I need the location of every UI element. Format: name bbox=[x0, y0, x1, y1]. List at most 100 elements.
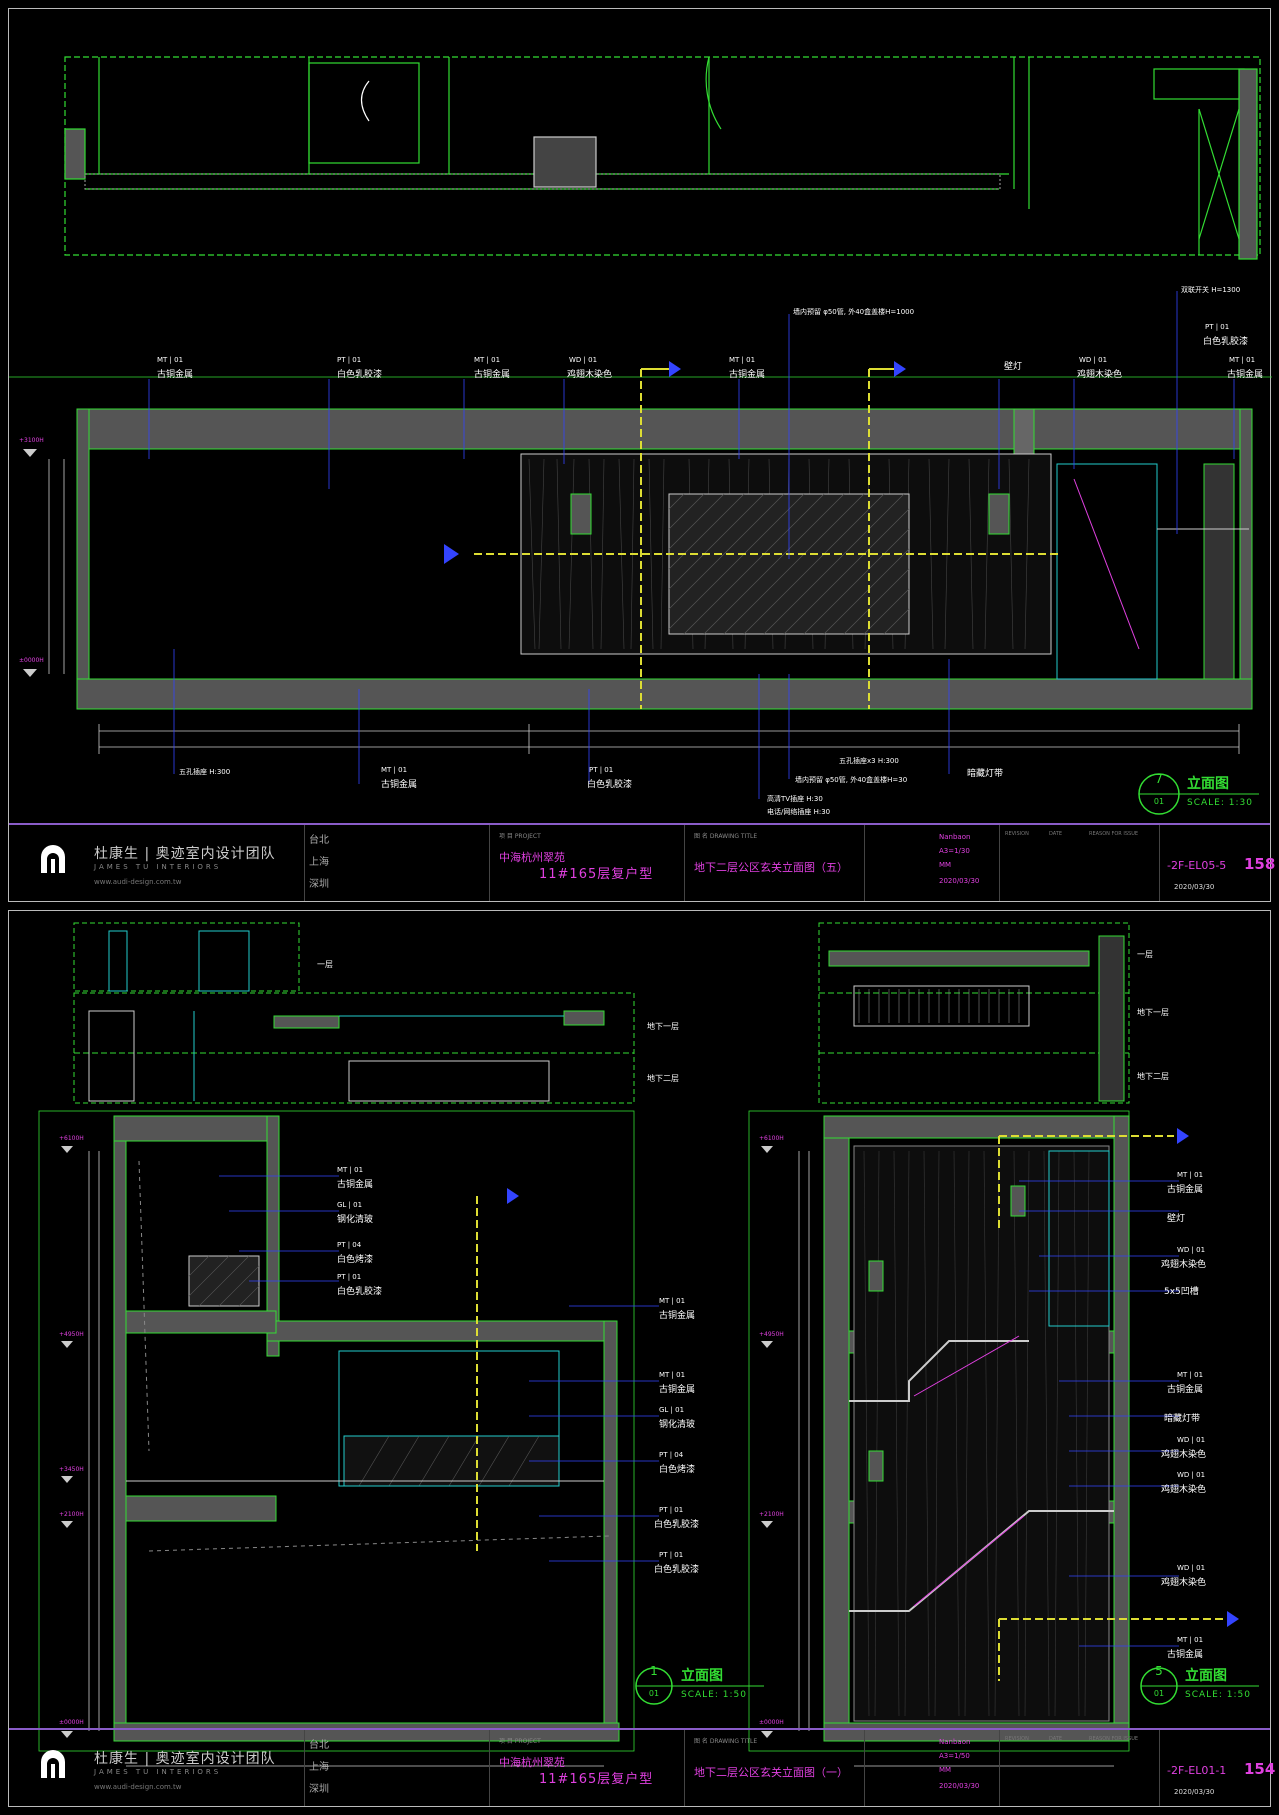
city-label: 深圳 bbox=[309, 879, 329, 890]
material-code: MT | 01 bbox=[729, 356, 756, 364]
level-label: 一层 bbox=[1137, 950, 1153, 959]
elevation-7 bbox=[48, 291, 1259, 815]
material-label: 钢化清玻 bbox=[659, 1420, 696, 1430]
unit-value: MM bbox=[939, 1766, 952, 1774]
material-label: 白色乳胶漆 bbox=[337, 370, 383, 380]
floor-plan-strip bbox=[64, 56, 1261, 260]
company-name-en: JAMES TU INTERIORS bbox=[94, 863, 222, 871]
view-number: 7 bbox=[1155, 772, 1163, 786]
view-title: 立面图 bbox=[1185, 1668, 1227, 1684]
drawn-by: Nanbaon bbox=[939, 1738, 971, 1746]
material-code: MT | 01 bbox=[1229, 356, 1256, 364]
city-label: 台北 bbox=[309, 835, 329, 846]
company-logo-icon bbox=[41, 845, 65, 873]
material-code: PT | 01 bbox=[337, 1273, 362, 1281]
project-caption: 项 目 PROJECT bbox=[499, 1738, 541, 1745]
drawing-title: 地下二层公区玄关立面图（一） bbox=[694, 1766, 848, 1779]
view-sub: 01 bbox=[1153, 797, 1165, 806]
elevation-drawing-upper bbox=[9, 56, 1272, 815]
key-section-right bbox=[818, 922, 1130, 1104]
issue-date: 2020/03/30 bbox=[1174, 1788, 1215, 1796]
material-label: 白色乳胶漆 bbox=[337, 1287, 383, 1297]
view-sub: 01 bbox=[1153, 1689, 1165, 1698]
material-label: 古铜金属 bbox=[474, 370, 511, 380]
electrical-note: 双联开关 H=1300 bbox=[1181, 286, 1241, 294]
drawing-number: -2F-EL01-1 bbox=[1167, 1764, 1227, 1777]
material-code: GL | 01 bbox=[337, 1201, 363, 1209]
elevation-1 bbox=[38, 1110, 764, 1767]
date-value: 2020/03/30 bbox=[939, 1782, 980, 1790]
material-label: 古铜金属 bbox=[1167, 1385, 1204, 1395]
elevation-mark: +6100H bbox=[59, 1135, 84, 1142]
material-code: PT | 01 bbox=[659, 1506, 684, 1514]
material-code: PT | 01 bbox=[659, 1551, 684, 1559]
view-title: 立面图 bbox=[681, 1668, 723, 1684]
material-label: 古铜金属 bbox=[1227, 370, 1264, 380]
key-section-left bbox=[73, 922, 635, 1104]
material-code: MT | 01 bbox=[337, 1166, 364, 1174]
material-label: 鸡翅木染色 bbox=[1161, 1450, 1207, 1460]
material-code: WD | 01 bbox=[1177, 1436, 1206, 1444]
material-label: 5x5凹槽 bbox=[1164, 1287, 1199, 1297]
unit-value: MM bbox=[939, 861, 952, 869]
electrical-note: 五孔插座x3 H:300 bbox=[839, 757, 899, 765]
material-code: PT | 04 bbox=[659, 1451, 684, 1459]
elevation-mark: ±0000H bbox=[759, 1719, 784, 1726]
level-label: 一层 bbox=[317, 960, 333, 969]
material-code: MT | 01 bbox=[659, 1297, 686, 1305]
material-code: WD | 01 bbox=[569, 356, 598, 364]
drawing-sheet-158: MT | 01 古铜金属 PT | 01 白色乳胶漆 MT | 01 古铜金属 … bbox=[8, 8, 1275, 902]
material-label: 古铜金属 bbox=[659, 1311, 696, 1321]
city-label: 台北 bbox=[309, 1740, 329, 1751]
material-code: WD | 01 bbox=[1177, 1246, 1206, 1254]
material-label: 白色乳胶漆 bbox=[1203, 337, 1249, 347]
revision-header: REASON FOR ISSUE bbox=[1089, 1736, 1139, 1742]
material-label: 壁灯 bbox=[1167, 1214, 1186, 1224]
company-name: 杜康生 | 奥迹室内设计团队 bbox=[94, 1751, 276, 1767]
project-name: 中海杭州翠苑 bbox=[499, 851, 565, 864]
electrical-note: 五孔插座 H:300 bbox=[179, 768, 231, 776]
company-name: 杜康生 | 奥迹室内设计团队 bbox=[94, 846, 276, 862]
drawing-title-caption: 图 名 DRAWING TITLE bbox=[694, 1738, 758, 1745]
title-block: 杜康生 | 奥迹室内设计团队 JAMES TU INTERIORS www.au… bbox=[9, 1728, 1275, 1806]
page-number: 154 bbox=[1244, 1760, 1276, 1778]
material-label: 古铜金属 bbox=[1167, 1185, 1204, 1195]
elevation-mark: +4950H bbox=[59, 1331, 84, 1338]
drawing-number: -2F-EL05-5 bbox=[1167, 859, 1227, 872]
company-name-en: JAMES TU INTERIORS bbox=[94, 1768, 222, 1776]
project-unit: 11#165层复户型 bbox=[539, 1772, 654, 1787]
scale-value: A3=1/50 bbox=[939, 1752, 970, 1760]
material-label: 古铜金属 bbox=[1167, 1650, 1204, 1660]
elevation-5 bbox=[748, 1110, 1259, 1767]
material-label: 古铜金属 bbox=[729, 370, 766, 380]
drawing-title: 地下二层公区玄关立面图（五） bbox=[694, 861, 848, 874]
city-label: 上海 bbox=[309, 857, 329, 868]
material-code: PT | 01 bbox=[337, 356, 362, 364]
city-label: 深圳 bbox=[309, 1784, 329, 1795]
material-label: 古铜金属 bbox=[157, 370, 194, 380]
company-website: www.audi-design.com.tw bbox=[94, 878, 182, 886]
elevation-mark: +6100H bbox=[759, 1135, 784, 1142]
scale-value: A3=1/30 bbox=[939, 847, 970, 855]
material-code: MT | 01 bbox=[659, 1371, 686, 1379]
electrical-note: 墙内预留 φ50管, 外40盒盖楼H=1000 bbox=[793, 308, 915, 316]
elevation-mark: +2100H bbox=[759, 1511, 784, 1518]
material-code: MT | 01 bbox=[474, 356, 501, 364]
drawing-sheet-154: 一层 地下一层 地下二层 一层 地下一层 地下二层 MT | 01 古铜金属 G… bbox=[8, 910, 1275, 1807]
elevation-mark: +3450H bbox=[59, 1466, 84, 1473]
view-number: 1 bbox=[650, 1664, 658, 1678]
material-code: MT | 01 bbox=[1177, 1171, 1204, 1179]
electrical-note: 电话/网络插座 H:30 bbox=[767, 808, 831, 816]
material-code: PT | 01 bbox=[589, 766, 614, 774]
material-label: 古铜金属 bbox=[337, 1180, 374, 1190]
material-label: 白色乳胶漆 bbox=[654, 1520, 700, 1530]
material-label: 壁灯 bbox=[1004, 362, 1023, 372]
level-label: 地下二层 bbox=[1137, 1072, 1169, 1081]
project-name: 中海杭州翠苑 bbox=[499, 1756, 565, 1769]
material-label: 暗藏灯带 bbox=[1164, 1414, 1201, 1424]
material-code: WD | 01 bbox=[1177, 1471, 1206, 1479]
drawing-title-caption: 图 名 DRAWING TITLE bbox=[694, 833, 758, 840]
view-number: 5 bbox=[1155, 1664, 1163, 1678]
material-label: 古铜金属 bbox=[659, 1385, 696, 1395]
material-code: MT | 01 bbox=[381, 766, 408, 774]
